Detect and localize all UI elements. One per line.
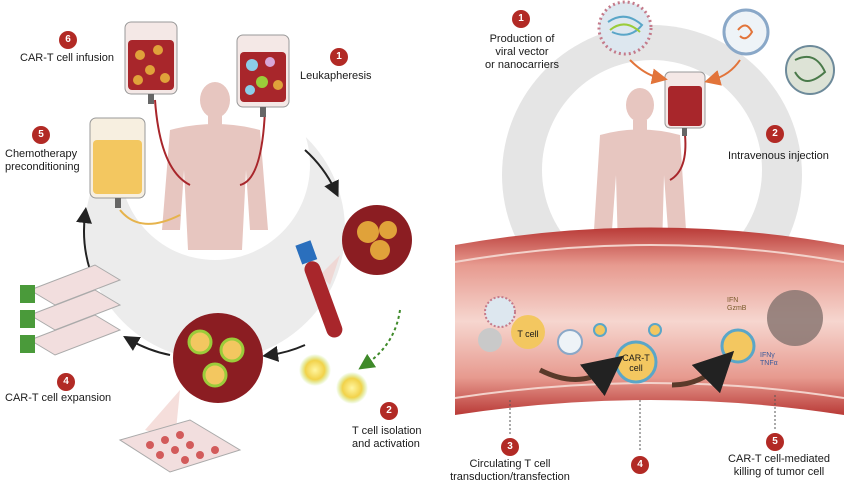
step-4-label: CAR-T cell expansion bbox=[5, 392, 112, 404]
car-t-cell-label: CAR-T cell bbox=[622, 353, 650, 373]
right-step-4-badge: 4 bbox=[631, 456, 649, 474]
leukapheresis-bag bbox=[236, 34, 290, 117]
activated-t-cells bbox=[299, 309, 401, 404]
step-6-label: CAR-T cell infusion bbox=[20, 52, 114, 64]
step-5-badge: 5 bbox=[32, 126, 50, 144]
right-step-5-label: CAR-T cell-mediated killing of tumor cel… bbox=[728, 453, 830, 478]
cytokine-label-a: IFN GzmB bbox=[727, 297, 747, 312]
viral-vector bbox=[597, 0, 653, 56]
right-step-1-label: Production of viral vector or nanocarrie… bbox=[485, 33, 559, 71]
iv-bag bbox=[664, 71, 706, 136]
step-1-label: Leukapheresis bbox=[300, 70, 372, 82]
activation-arrow bbox=[358, 309, 401, 370]
right-step-3-label: Circulating T cell transduction/transfec… bbox=[450, 458, 570, 483]
step-2-label: T cell isolation and activation bbox=[352, 425, 422, 450]
nanocarrier-liposome bbox=[722, 8, 770, 56]
step-4-badge: 4 bbox=[57, 373, 75, 391]
iv-line bbox=[669, 134, 687, 181]
chemo-line bbox=[119, 209, 181, 225]
car-t-infusion-bag bbox=[124, 21, 178, 104]
blood-tube bbox=[295, 240, 343, 338]
nanocarrier-polymer bbox=[785, 45, 835, 95]
step-5-label: Chemotherapy preconditioning bbox=[5, 148, 80, 173]
vector-arrow-2 bbox=[704, 59, 741, 86]
culture-flasks bbox=[20, 264, 122, 356]
t-cell-zoom bbox=[320, 205, 412, 285]
vessel-cells bbox=[478, 290, 823, 384]
cycle-arrow-3 bbox=[123, 335, 171, 356]
right-step-1-badge: 1 bbox=[512, 10, 530, 28]
vector-arrow-1 bbox=[629, 59, 668, 85]
cycle-arrow-2 bbox=[262, 344, 306, 362]
step-2-badge: 2 bbox=[380, 402, 398, 420]
right-step-2-label: Intravenous injection bbox=[728, 150, 829, 162]
right-step-5-badge: 5 bbox=[766, 433, 784, 451]
well-plate bbox=[118, 419, 242, 473]
blood-vessel bbox=[454, 227, 844, 415]
step-1-badge: 1 bbox=[330, 48, 348, 66]
right-panel bbox=[454, 0, 844, 450]
infusion-line bbox=[154, 99, 191, 186]
patient-silhouette bbox=[162, 82, 268, 250]
cytokine-label-b: IFNγ TNFα bbox=[760, 352, 778, 367]
cycle-arrow-1 bbox=[304, 149, 339, 198]
killing-arrow bbox=[671, 350, 735, 394]
t-cell-label: T cell bbox=[517, 329, 539, 339]
left-panel bbox=[20, 21, 412, 473]
right-step-2-badge: 2 bbox=[766, 125, 784, 143]
chemotherapy-bag bbox=[89, 117, 146, 208]
patient-silhouette-right bbox=[594, 88, 686, 250]
right-step-3-badge: 3 bbox=[501, 438, 519, 456]
transduction-arrow bbox=[538, 355, 624, 397]
step-6-badge: 6 bbox=[59, 31, 77, 49]
leukapheresis-line bbox=[239, 109, 266, 186]
